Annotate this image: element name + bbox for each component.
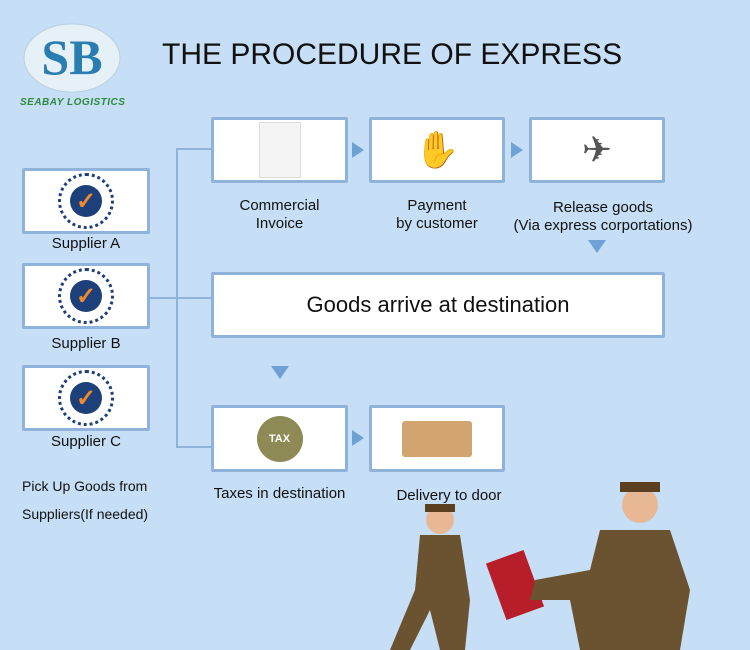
svg-text:SB: SB	[41, 29, 102, 85]
couriers-illustration	[390, 482, 690, 650]
supplier-assessment-seal-icon: ✓	[58, 268, 114, 324]
pickup-note-line2: Suppliers(If needed)	[22, 506, 149, 522]
supplier-c-label: Supplier C	[50, 433, 122, 450]
invoice-document-icon	[258, 122, 301, 178]
logo-text: SEABAY LOGISTICS	[20, 97, 126, 108]
supplier-assessment-seal-icon: ✓	[58, 370, 114, 426]
connector	[176, 148, 211, 150]
arrow-right-icon	[352, 430, 364, 446]
page-title: THE PROCEDURE OF EXPRESS	[162, 38, 623, 71]
taxes-label: Taxes in destination	[213, 485, 346, 502]
taxes-box: TAX	[211, 405, 348, 472]
release-label: Release goods(Via express corportations)	[513, 199, 693, 234]
courier-with-box-icon	[402, 420, 472, 457]
seabay-logo: SB	[22, 22, 122, 94]
connector	[176, 297, 211, 299]
arrow-right-icon	[511, 142, 523, 158]
globe-logo-icon: SB	[23, 23, 121, 93]
invoice-box	[211, 117, 348, 183]
connector	[176, 446, 211, 448]
supplier-c-box: ✓	[22, 365, 150, 431]
pickup-note-line1: Pick Up Goods from	[22, 478, 148, 494]
airplane-icon: ✈	[581, 129, 613, 170]
supplier-assessment-seal-icon: ✓	[58, 173, 114, 229]
arrow-down-icon	[271, 366, 289, 379]
payment-box: ✋	[369, 117, 505, 183]
delivery-label: Delivery to door	[396, 487, 502, 504]
supplier-a-box: ✓	[22, 168, 150, 234]
arrow-right-icon	[352, 142, 364, 158]
payment-hand-yen-icon: ✋	[414, 129, 460, 170]
arrow-down-icon	[588, 240, 606, 253]
goods-arrive-box: Goods arrive at destination	[211, 272, 665, 338]
supplier-b-box: ✓	[22, 263, 150, 329]
connector	[150, 297, 177, 299]
tax-magnifier-icon: TAX	[256, 415, 303, 462]
supplier-b-label: Supplier B	[51, 335, 121, 352]
release-box: ✈	[529, 117, 665, 183]
delivery-box	[369, 405, 505, 472]
supplier-a-label: Supplier A	[51, 235, 121, 252]
